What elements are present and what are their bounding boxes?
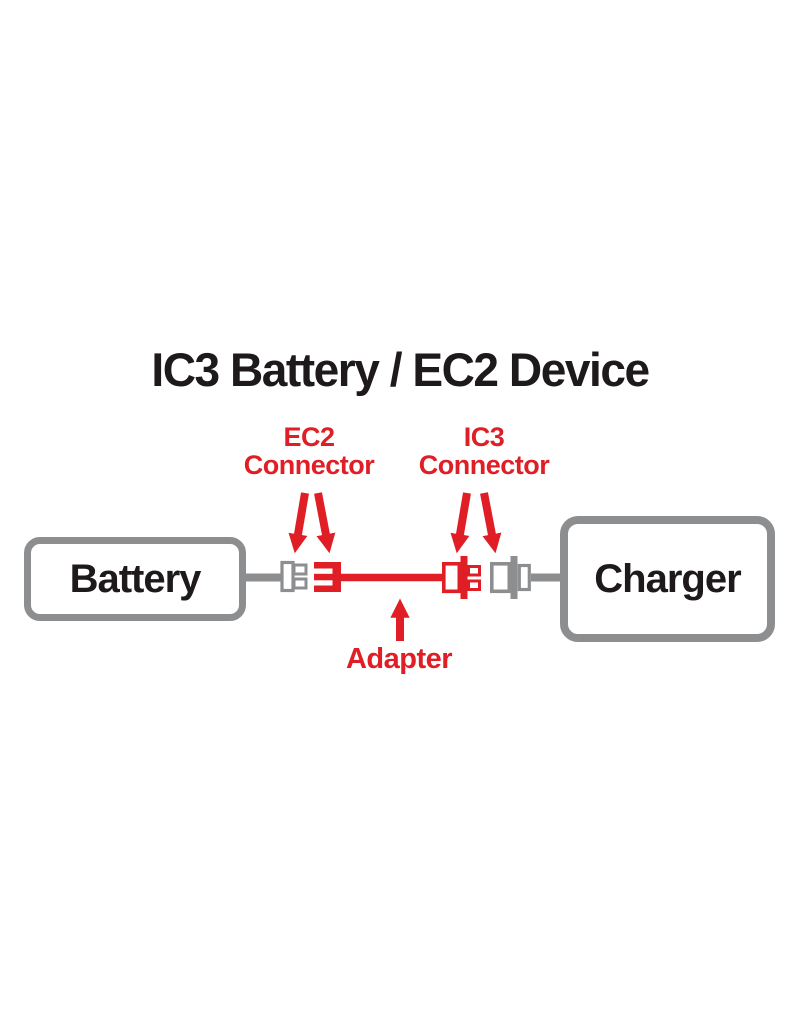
ic3-connector-label-line2: Connector	[418, 450, 550, 480]
ec2-connector-label-line1: EC2	[283, 422, 335, 452]
ic3-charger-connector-icon	[489, 556, 566, 599]
ic3-adapter-connector-icon	[441, 556, 481, 599]
ic3-connector-label: IC3 Connector	[419, 423, 550, 479]
charger-node: Charger	[560, 516, 775, 642]
battery-node: Battery	[24, 537, 246, 621]
adapter-label: Adapter	[345, 643, 453, 675]
ic3-connector-label-line1: IC3	[463, 422, 505, 452]
page-title: IC3 Battery / EC2 Device	[151, 343, 650, 396]
battery-node-label: Battery	[69, 556, 202, 601]
ec2-battery-connector-icon	[280, 560, 308, 593]
ec2-connector-label-line2: Connector	[243, 450, 375, 480]
charger-node-label: Charger	[594, 556, 741, 601]
ic3-pointer-arrows-icon	[450, 492, 502, 554]
ec2-adapter-connector-icon	[314, 562, 341, 592]
ec2-pointer-arrows-icon	[288, 492, 336, 554]
ec2-connector-label: EC2 Connector	[244, 423, 375, 479]
